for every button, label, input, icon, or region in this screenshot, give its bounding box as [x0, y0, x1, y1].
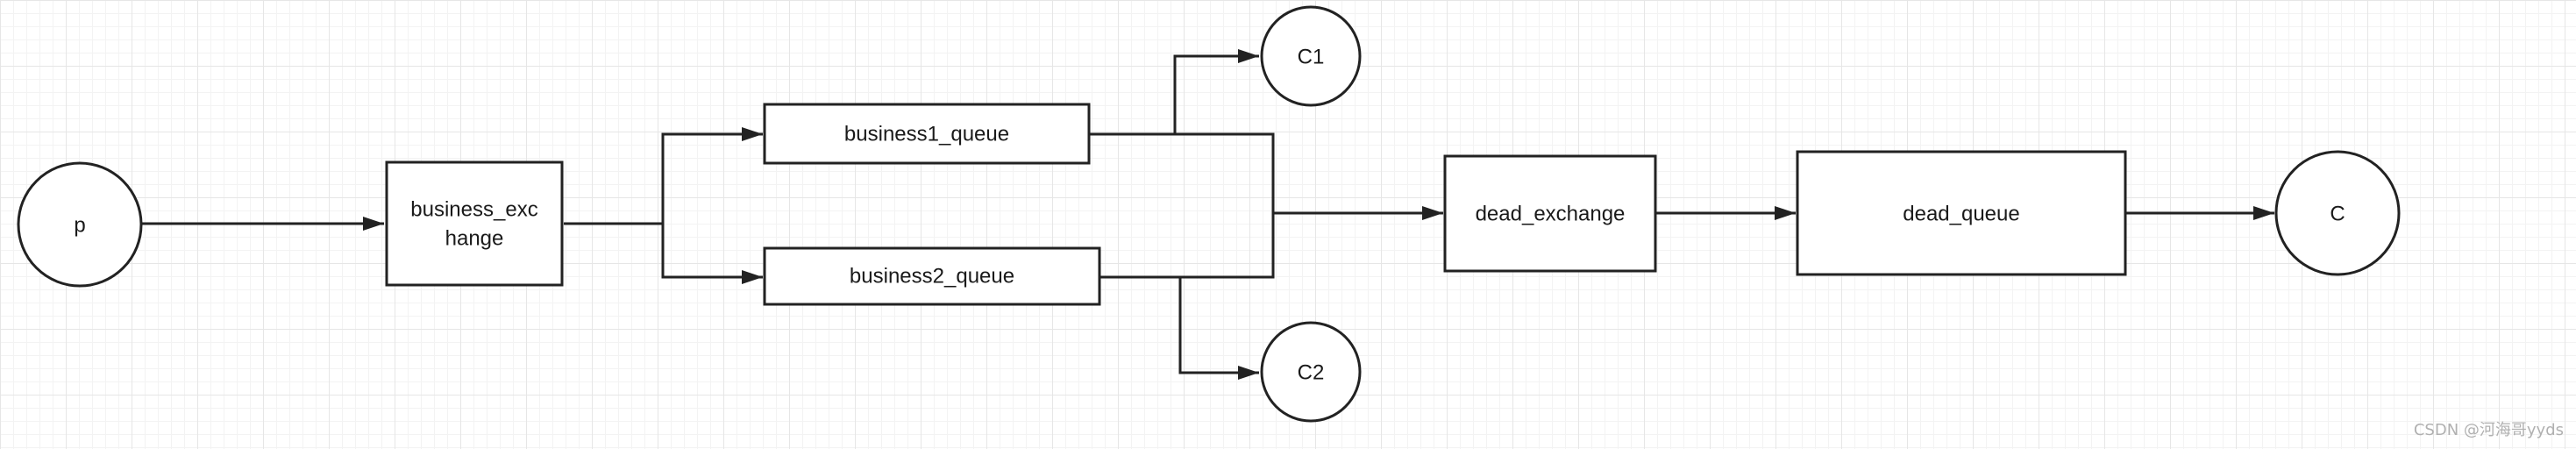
edge-business1-to-c1 [1089, 49, 1259, 136]
edges [142, 49, 2274, 380]
edge-exchange-to-business1-queue [564, 127, 763, 225]
node-c1: C1 [1260, 5, 1362, 107]
node-dead-exchange: dead_exchange [1443, 154, 1657, 273]
node-business-exchange-label-line2: hange [445, 226, 504, 250]
node-business1-queue: business1_queue [763, 103, 1091, 165]
node-dead-exchange-label: dead_exchange [1476, 202, 1626, 225]
node-dead-queue-label: dead_queue [1903, 202, 2019, 225]
node-c1-label: C1 [1298, 45, 1325, 68]
watermark: CSDN @河海哥yyds [2413, 421, 2564, 439]
node-p: p [17, 161, 143, 288]
node-c-label: C [2330, 202, 2345, 225]
edge-business2-to-c2 [1099, 275, 1259, 380]
edge-business1-to-dead-exchange [1089, 132, 1443, 220]
node-business1-queue-label: business1_queue [844, 122, 1009, 146]
node-business-exchange: business_exc hange [385, 160, 564, 287]
node-c2-label: C2 [1298, 360, 1325, 384]
node-business-exchange-label-line1: business_exc [410, 197, 537, 221]
node-p-label: p [74, 213, 85, 237]
node-c2: C2 [1260, 321, 1362, 423]
edge-business2-to-dead-exchange [1099, 213, 1275, 279]
edge-exchange-to-business2-queue [661, 224, 763, 284]
node-dead-queue: dead_queue [1796, 150, 2127, 276]
node-business2-queue-label: business2_queue [850, 264, 1014, 288]
node-business2-queue: business2_queue [763, 246, 1101, 306]
node-c: C [2274, 150, 2401, 276]
